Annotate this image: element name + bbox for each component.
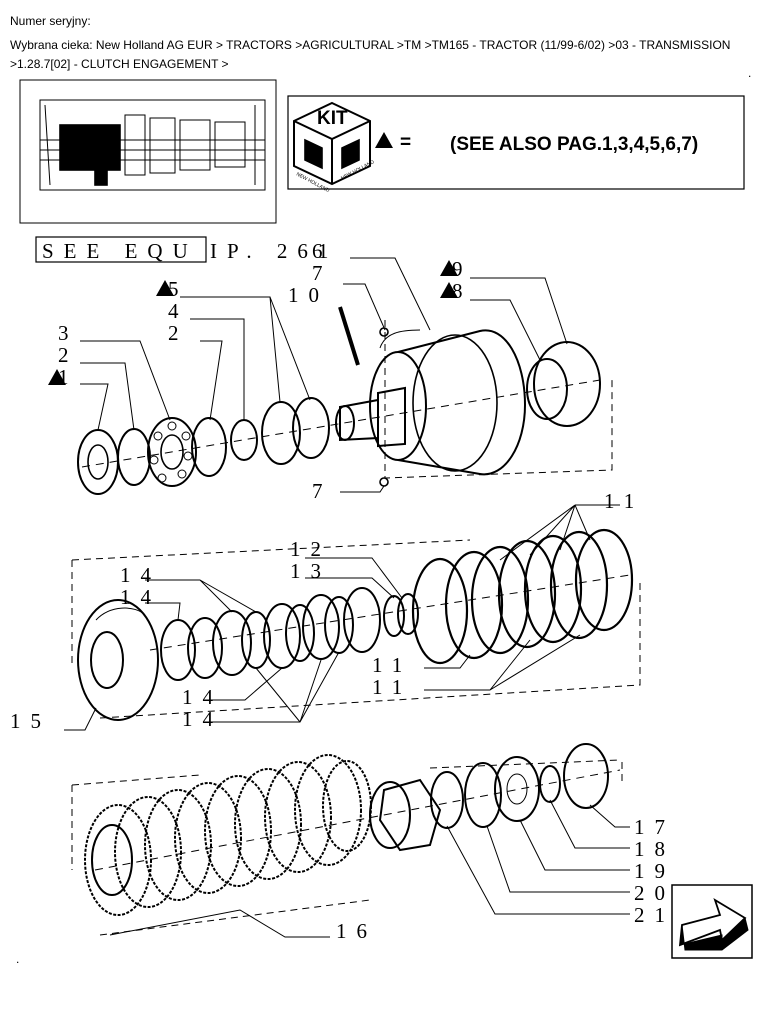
kit-label: KIT <box>317 108 348 129</box>
callout-12: 12 <box>290 537 331 561</box>
margin-dot: . <box>748 66 752 80</box>
callout-20: 20 <box>634 881 675 905</box>
callout-3: 3 <box>58 321 79 345</box>
callout-2b: 2 <box>58 343 79 367</box>
assembly-section-3 <box>71 743 623 936</box>
callout-7: 7 <box>312 261 333 285</box>
callout-4: 4 <box>168 299 189 323</box>
assembly-section-1 <box>77 306 613 495</box>
callout-triangles <box>48 260 458 385</box>
callout-14b: 14 <box>120 585 161 609</box>
callout-6: 6 <box>312 239 333 263</box>
see-equip-box <box>35 236 207 263</box>
callout-8: 8 <box>452 279 473 303</box>
callout-21: 21 <box>634 903 675 927</box>
callout-13: 13 <box>290 559 331 583</box>
callout-10: 10 <box>288 283 329 307</box>
callout-15: 15 <box>10 709 51 733</box>
transmission-thumbnail[interactable] <box>19 79 277 224</box>
margin-dot-bottom: . <box>16 952 20 966</box>
serial-number-label: Numer seryjny: <box>10 14 91 28</box>
callout-11c: 11 <box>372 675 412 699</box>
assembly-section-2 <box>71 528 641 721</box>
callout-1: 1 <box>58 365 79 389</box>
kit-triangle-icon <box>375 132 393 148</box>
callout-17: 17 <box>634 815 675 839</box>
see-equip-ref[interactable]: IP. 261 <box>210 239 338 263</box>
next-page-arrow-icon[interactable] <box>671 884 753 959</box>
leader-lines <box>64 257 630 938</box>
callout-19: 19 <box>634 859 675 883</box>
see-equip-label: SEE EQU <box>42 239 198 263</box>
callout-14c: 14 <box>182 685 223 709</box>
callout-14: 14 <box>120 563 161 587</box>
callout-11: 11 <box>604 489 644 513</box>
callout-5: 5 <box>168 277 189 301</box>
breadcrumb-path[interactable]: Wybrana cieka: New Holland AG EUR > TRAC… <box>10 38 731 52</box>
callout-11b: 11 <box>372 653 412 677</box>
callout-14d: 14 <box>182 707 223 731</box>
see-also-pages: (SEE ALSO PAG.1,3,4,5,6,7) <box>450 134 698 155</box>
callout-7b: 7 <box>312 479 333 503</box>
callout-2: 2 <box>168 321 189 345</box>
callout-9: 9 <box>452 257 473 281</box>
kit-equals: = <box>400 132 411 153</box>
breadcrumb-path-cont[interactable]: >1.28.7[02] - CLUTCH ENGAGEMENT > <box>10 57 229 71</box>
callout-18: 18 <box>634 837 675 861</box>
kit-legend-box <box>287 95 745 190</box>
callout-16: 16 <box>336 919 377 943</box>
kit-cube-icon <box>293 101 371 186</box>
